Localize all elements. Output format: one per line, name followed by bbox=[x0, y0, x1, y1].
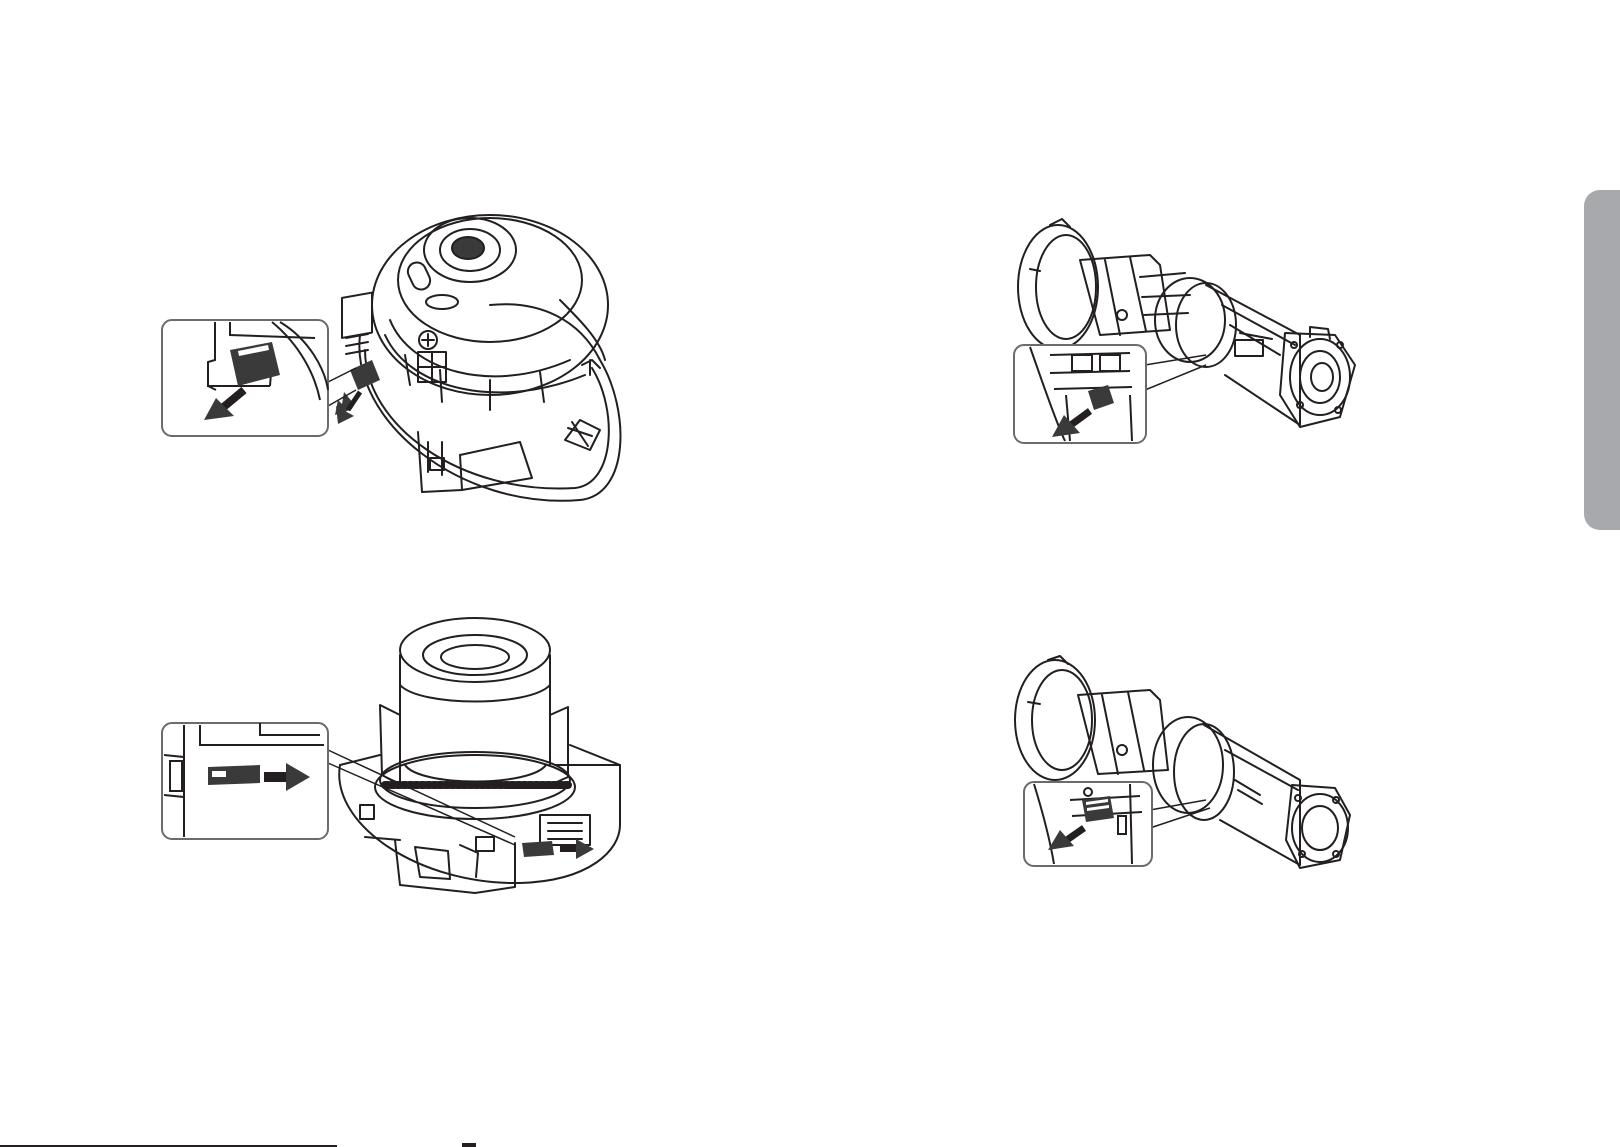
bullet-camera-sd-card-removal-top bbox=[1010, 205, 1370, 460]
bullet-camera-illustration bbox=[1010, 205, 1370, 460]
bullet-camera-illustration bbox=[1010, 650, 1370, 910]
dome-camera-illustration bbox=[160, 210, 630, 505]
dome-camera-illustration bbox=[160, 615, 630, 915]
bullet-camera-sd-card-insertion-bottom bbox=[1010, 650, 1370, 910]
footer-page-mark bbox=[462, 1143, 476, 1147]
chapter-side-tab bbox=[1584, 190, 1620, 530]
dome-camera-sd-card-insertion-bottom bbox=[160, 615, 630, 915]
dome-camera-sd-card-removal-top bbox=[160, 210, 630, 505]
